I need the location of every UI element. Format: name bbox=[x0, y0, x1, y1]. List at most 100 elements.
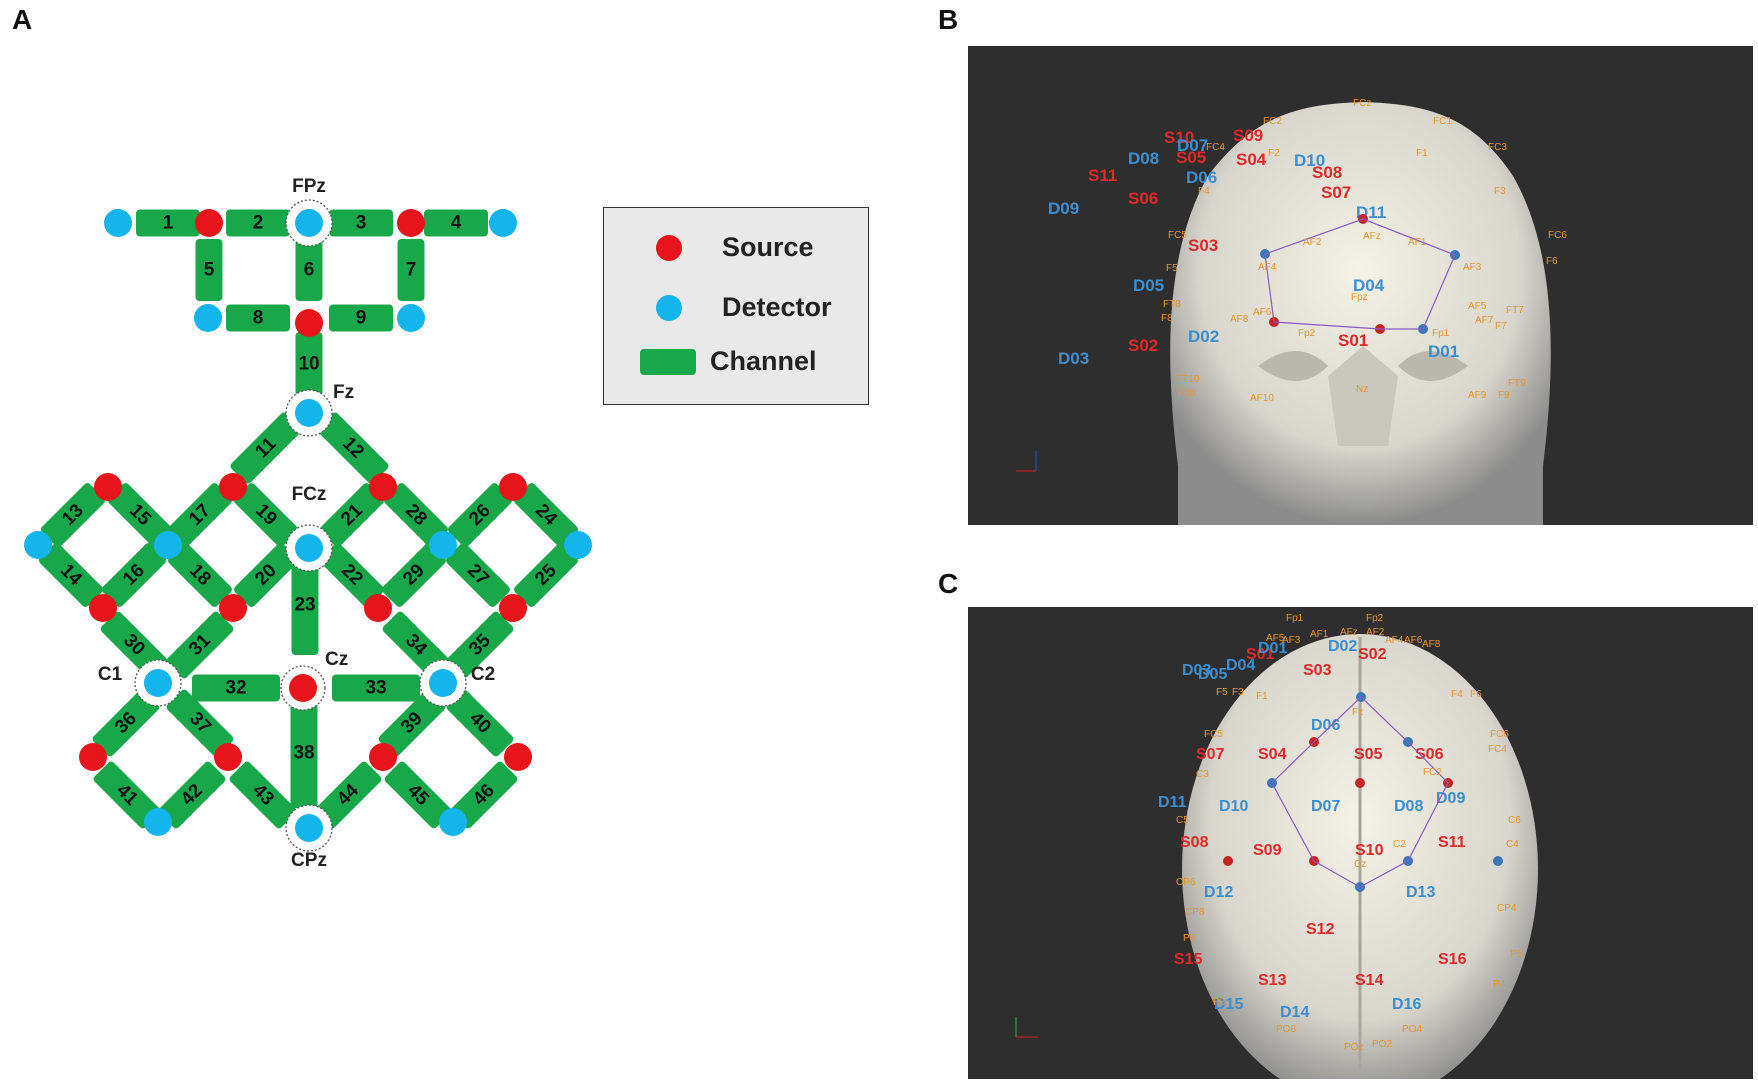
frontal-electrode-label: F4 bbox=[1198, 186, 1210, 197]
channel-bar bbox=[320, 483, 384, 547]
channel-38: 38 bbox=[290, 698, 318, 808]
frontal-source-label: S08 bbox=[1312, 163, 1342, 182]
frontal-electrode-label: F9 bbox=[1498, 390, 1510, 401]
top-detector-label: D15 bbox=[1214, 996, 1243, 1013]
channel-bar bbox=[446, 543, 510, 607]
top-source-label: S08 bbox=[1180, 834, 1209, 851]
channel-1: 1 bbox=[136, 209, 200, 237]
top-source-label: S07 bbox=[1196, 746, 1225, 763]
head-shape bbox=[1170, 102, 1551, 525]
source-optode bbox=[219, 594, 247, 622]
channel-bar bbox=[195, 239, 223, 301]
detector-optode bbox=[144, 808, 172, 836]
top-detector-label: D08 bbox=[1394, 798, 1423, 815]
top-detector-label: D14 bbox=[1280, 1004, 1309, 1021]
top-detector-label: D09 bbox=[1436, 790, 1465, 807]
channel-bar bbox=[295, 239, 323, 301]
legend-channel-row: Channel bbox=[604, 346, 817, 377]
top-electrode-label: AF3 bbox=[1282, 635, 1301, 646]
frontal-source-label: S02 bbox=[1128, 336, 1158, 355]
channel-7: 7 bbox=[397, 239, 425, 301]
top-electrode-label: FC4 bbox=[1488, 744, 1507, 755]
top-electrode-label: PO2 bbox=[1372, 1039, 1392, 1050]
channel-bar bbox=[41, 483, 105, 547]
channel-bar bbox=[39, 543, 103, 607]
top-source-label: S09 bbox=[1253, 842, 1282, 859]
channel-bar bbox=[397, 239, 425, 301]
frontal-source-label: S03 bbox=[1188, 236, 1218, 255]
top-optode-node bbox=[1223, 856, 1233, 866]
top-source-label: S05 bbox=[1354, 746, 1383, 763]
frontal-electrode-label: FC4 bbox=[1206, 142, 1225, 153]
detector-optode bbox=[295, 814, 323, 842]
channel-bar bbox=[314, 761, 382, 829]
source-optode bbox=[369, 743, 397, 771]
channel-2: 2 bbox=[226, 209, 290, 237]
channel-9: 9 bbox=[329, 304, 393, 332]
frontal-electrode-label: F7 bbox=[1495, 321, 1507, 332]
detector-optode bbox=[397, 304, 425, 332]
top-electrode-label: CP6 bbox=[1176, 877, 1196, 888]
frontal-electrode-label: AF7 bbox=[1475, 315, 1494, 326]
source-optode bbox=[89, 594, 117, 622]
top-detector-label: D11 bbox=[1158, 794, 1187, 811]
frontal-electrode-label: AF9 bbox=[1468, 390, 1487, 401]
channel-number: 5 bbox=[204, 260, 215, 281]
legend-detector-label: Detector bbox=[722, 292, 832, 322]
channel-bar bbox=[448, 483, 512, 547]
detector-optode bbox=[24, 531, 52, 559]
source-optode bbox=[214, 743, 242, 771]
top-electrode-label: Cz bbox=[1354, 859, 1366, 870]
channel-33: 33 bbox=[332, 674, 420, 702]
channel-bar bbox=[450, 761, 518, 829]
top-source-label: S12 bbox=[1306, 921, 1335, 938]
frontal-electrode-label: AFz bbox=[1363, 231, 1381, 242]
top-source-label: S03 bbox=[1303, 662, 1332, 679]
channel-bar bbox=[384, 761, 452, 829]
frontal-electrode-label: F2 bbox=[1268, 148, 1280, 159]
frontal-electrode-label: Fpz bbox=[1351, 292, 1368, 303]
channel-bar bbox=[92, 689, 160, 757]
top-electrode-label: CP4 bbox=[1497, 903, 1517, 914]
detector-optode bbox=[104, 209, 132, 237]
channel-number: 9 bbox=[356, 308, 367, 329]
top-electrode-label: AF8 bbox=[1422, 639, 1441, 650]
channel-bar bbox=[446, 689, 514, 757]
detector-optode bbox=[144, 669, 172, 697]
top-electrode-label: FC5 bbox=[1204, 729, 1223, 740]
top-electrode-label: AF1 bbox=[1310, 629, 1329, 640]
source-optode bbox=[79, 743, 107, 771]
channel-bar bbox=[102, 543, 166, 607]
top-electrode-label: AF5 bbox=[1266, 633, 1285, 644]
detector-optode bbox=[194, 304, 222, 332]
top-source-label: S14 bbox=[1355, 972, 1384, 989]
channel-bar bbox=[514, 543, 578, 607]
channel-bar bbox=[230, 412, 302, 484]
channel-number: 38 bbox=[293, 743, 314, 764]
top-electrode-label: AF6 bbox=[1404, 635, 1423, 646]
frontal-electrode-label: F8 bbox=[1161, 313, 1173, 324]
top-electrode-label: CP8 bbox=[1185, 907, 1205, 918]
legend-source-label: Source bbox=[722, 232, 814, 262]
top-electrode-label: P5 bbox=[1183, 933, 1196, 944]
position-label-fpz: FPz bbox=[292, 176, 326, 197]
top-detector-label: D16 bbox=[1392, 996, 1421, 1013]
top-detector-label: D06 bbox=[1311, 717, 1340, 734]
channel-5: 5 bbox=[195, 239, 223, 301]
top-detector-label: D03 bbox=[1182, 662, 1211, 679]
channel-bar bbox=[108, 483, 172, 547]
channel-bar bbox=[234, 543, 298, 607]
channel-bar bbox=[168, 483, 232, 547]
channel-bar bbox=[514, 483, 578, 547]
channel-bar bbox=[136, 209, 200, 237]
channel-bar bbox=[166, 611, 234, 679]
top-detector-label: D13 bbox=[1406, 884, 1435, 901]
channel-bar bbox=[291, 555, 319, 655]
top-detector-label: D07 bbox=[1311, 798, 1340, 815]
channel-bar bbox=[329, 209, 393, 237]
frontal-electrode-label: FT10 bbox=[1176, 374, 1200, 385]
top-detector-label: D10 bbox=[1219, 798, 1248, 815]
